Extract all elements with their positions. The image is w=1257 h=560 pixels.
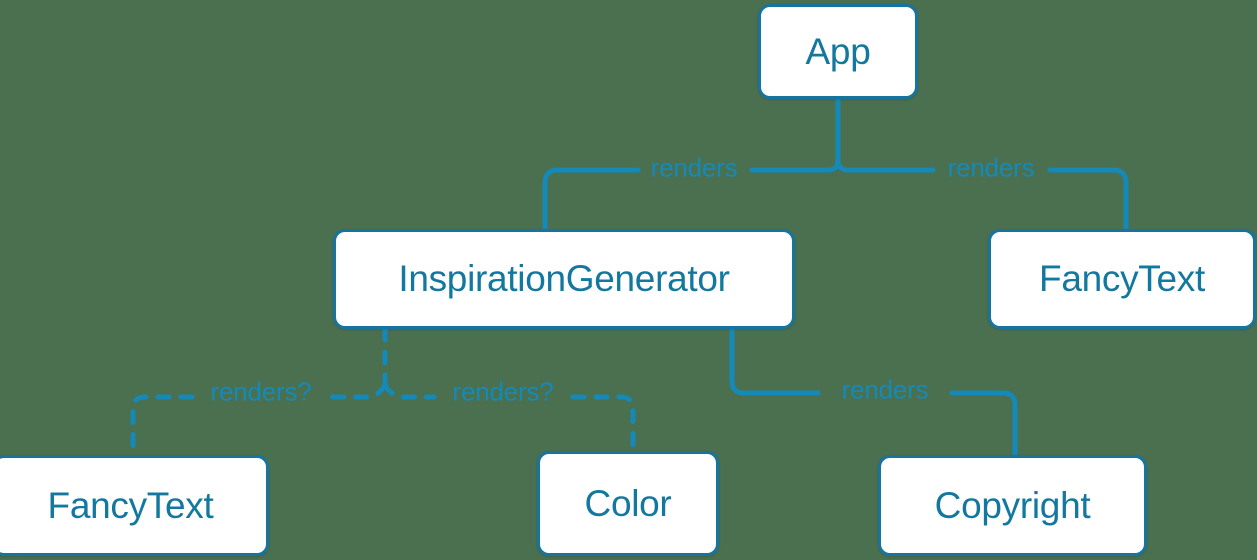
node-fancy-text-top-right-label: FancyText xyxy=(1039,258,1205,299)
edge-app-stem xyxy=(749,96,841,173)
node-color-label: Color xyxy=(584,482,672,524)
edge-app-stem-right xyxy=(835,157,936,173)
edge-label-inspirationgenerator-to-color: renders? xyxy=(452,376,554,407)
edge-inspirationgenerator-to-copyright-tail xyxy=(949,390,1018,458)
edge-inspirationgenerator-to-color-dashed-right xyxy=(382,382,437,400)
edge-label-app-to-fancytext: renders xyxy=(947,152,1035,183)
node-app-label: App xyxy=(805,30,871,72)
edge-label-inspirationgenerator-to-fancytext: renders? xyxy=(210,376,312,407)
edge-app-to-fancytext xyxy=(1047,167,1129,232)
node-fancy-text-bottom-left-label: FancyText xyxy=(47,484,214,526)
edge-label-app-to-inspirationgenerator: renders xyxy=(650,152,738,183)
node-inspiration-generator-label: InspirationGenerator xyxy=(398,258,730,299)
edge-dashed-right-run xyxy=(570,394,636,454)
node-fancy-text-top-right[interactable]: FancyText xyxy=(988,229,1256,329)
node-color[interactable]: Color xyxy=(537,451,719,556)
edge-inspirationgenerator-to-copyright-stem xyxy=(729,326,821,396)
node-fancy-text-bottom-left[interactable]: FancyText xyxy=(0,455,269,556)
edge-label-inspirationgenerator-to-copyright: renders xyxy=(841,374,929,405)
node-app[interactable]: App xyxy=(758,4,918,99)
node-inspiration-generator[interactable]: InspirationGenerator xyxy=(333,229,795,329)
node-copyright-label: Copyright xyxy=(934,484,1091,526)
edge-dashed-left-run xyxy=(130,394,195,458)
edge-app-to-inspirationgenerator xyxy=(542,167,641,232)
edge-inspirationgenerator-to-fancytext-dashed-left xyxy=(327,382,388,400)
node-copyright[interactable]: Copyright xyxy=(878,455,1147,556)
